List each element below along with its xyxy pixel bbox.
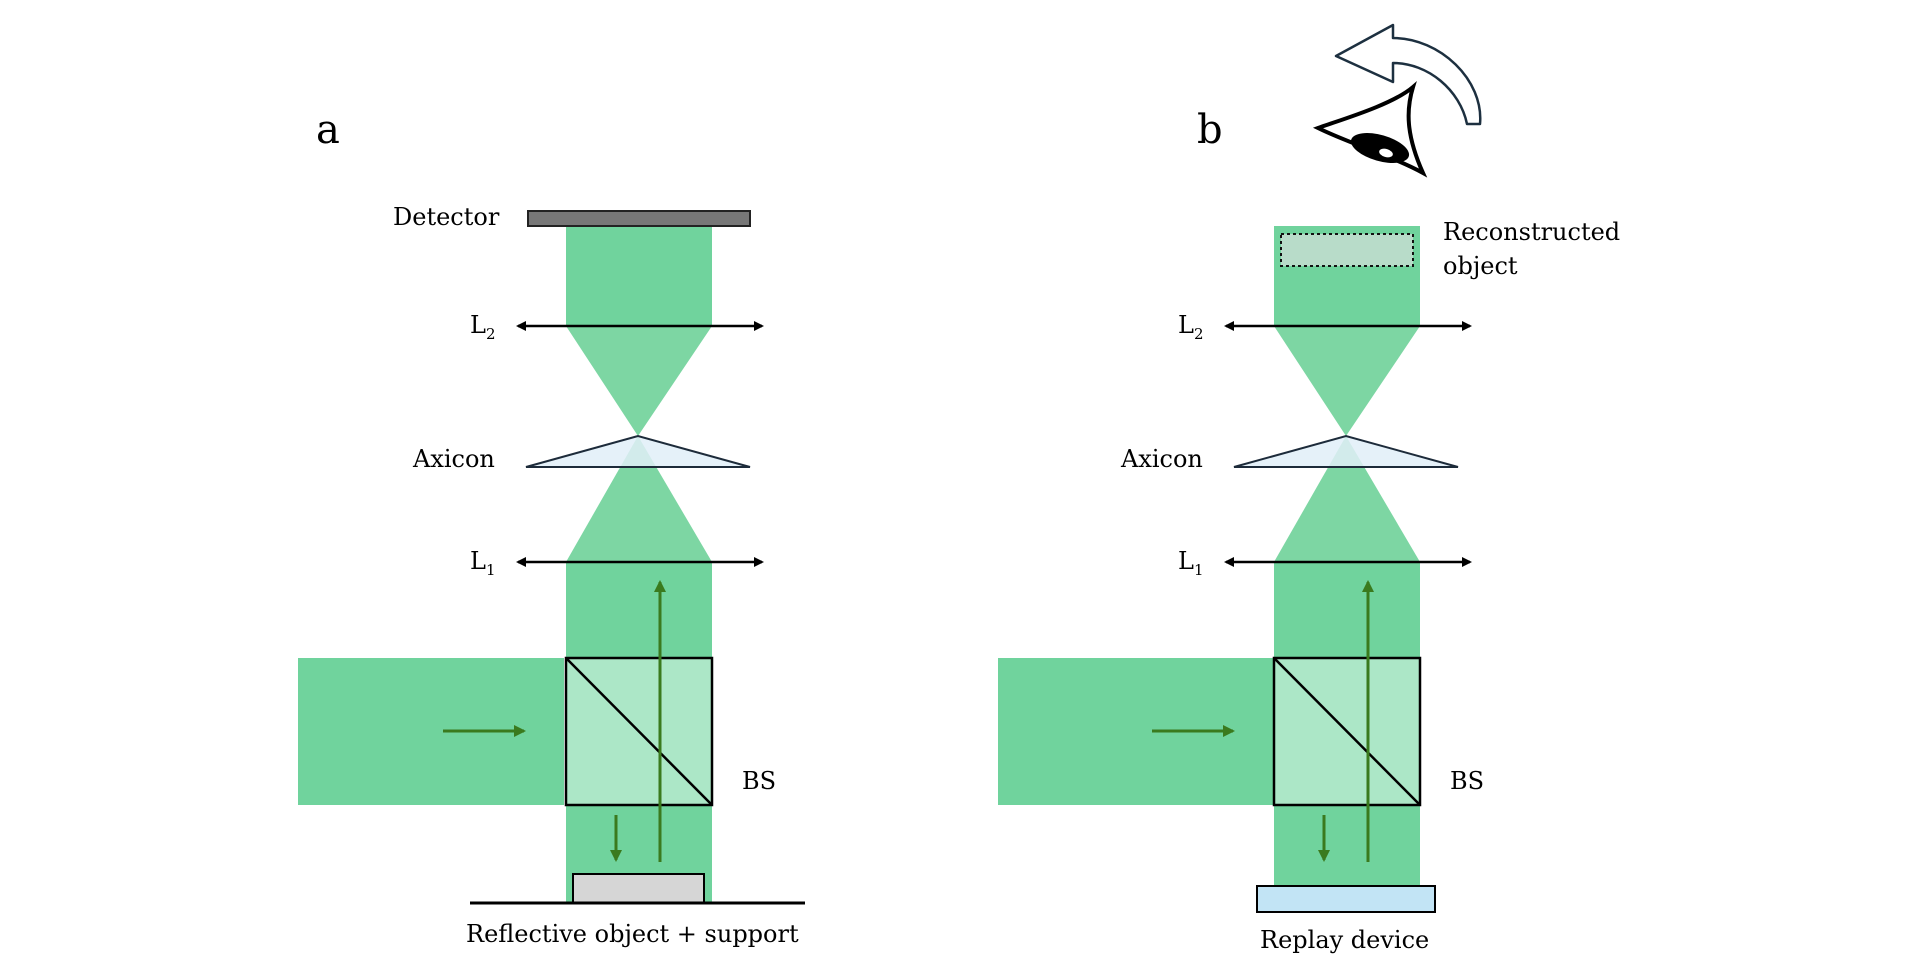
panel-a-axicon-label: Axicon <box>412 445 495 473</box>
panel-a-detector <box>527 210 751 227</box>
panel-a-bs-label: BS <box>742 767 776 795</box>
panel-a: a Detector L2 Axicon L1 BS Reflective ob… <box>298 107 805 948</box>
panel-b-converging-beam-upper <box>1274 326 1420 436</box>
curved-arrow-icon <box>1334 23 1482 126</box>
panel-b-converging-beam-lower <box>1274 436 1420 562</box>
panel-b-replay-device <box>1256 885 1436 913</box>
panel-b-reconstructed-object <box>1280 233 1414 267</box>
panel-b-axicon-label: Axicon <box>1120 445 1203 473</box>
panel-a-object-label: Reflective object + support <box>466 920 799 948</box>
panel-a-l1-label: L1 <box>470 547 495 579</box>
panel-b: b Reconstructed objec <box>998 23 1620 954</box>
panel-b-splitter-diagonal <box>1273 657 1421 806</box>
panel-a-splitter-diagonal <box>565 657 713 806</box>
panel-a-converging-beam-upper <box>566 326 712 436</box>
panel-a-converging-beam-lower <box>566 436 712 562</box>
panel-a-letter: a <box>316 107 340 153</box>
panel-a-axicon <box>525 434 751 468</box>
panel-b-reconstructed-label-2: object <box>1443 252 1518 280</box>
panel-a-detector-label: Detector <box>393 203 500 231</box>
panel-b-l2-label: L2 <box>1178 311 1203 343</box>
eye-icon <box>1312 81 1428 178</box>
panel-a-input-beam <box>298 658 564 805</box>
panel-b-bs-label: BS <box>1450 767 1484 795</box>
panel-b-reconstructed-label-1: Reconstructed <box>1443 218 1620 246</box>
panel-b-letter: b <box>1197 107 1223 153</box>
panel-b-l1-label: L1 <box>1178 547 1203 579</box>
panel-a-reflective-object <box>572 873 705 904</box>
panel-b-axicon <box>1233 434 1459 468</box>
panel-a-l2-label: L2 <box>470 311 495 343</box>
panel-b-replay-label: Replay device <box>1260 926 1429 954</box>
panel-a-upper-beam <box>566 220 712 326</box>
